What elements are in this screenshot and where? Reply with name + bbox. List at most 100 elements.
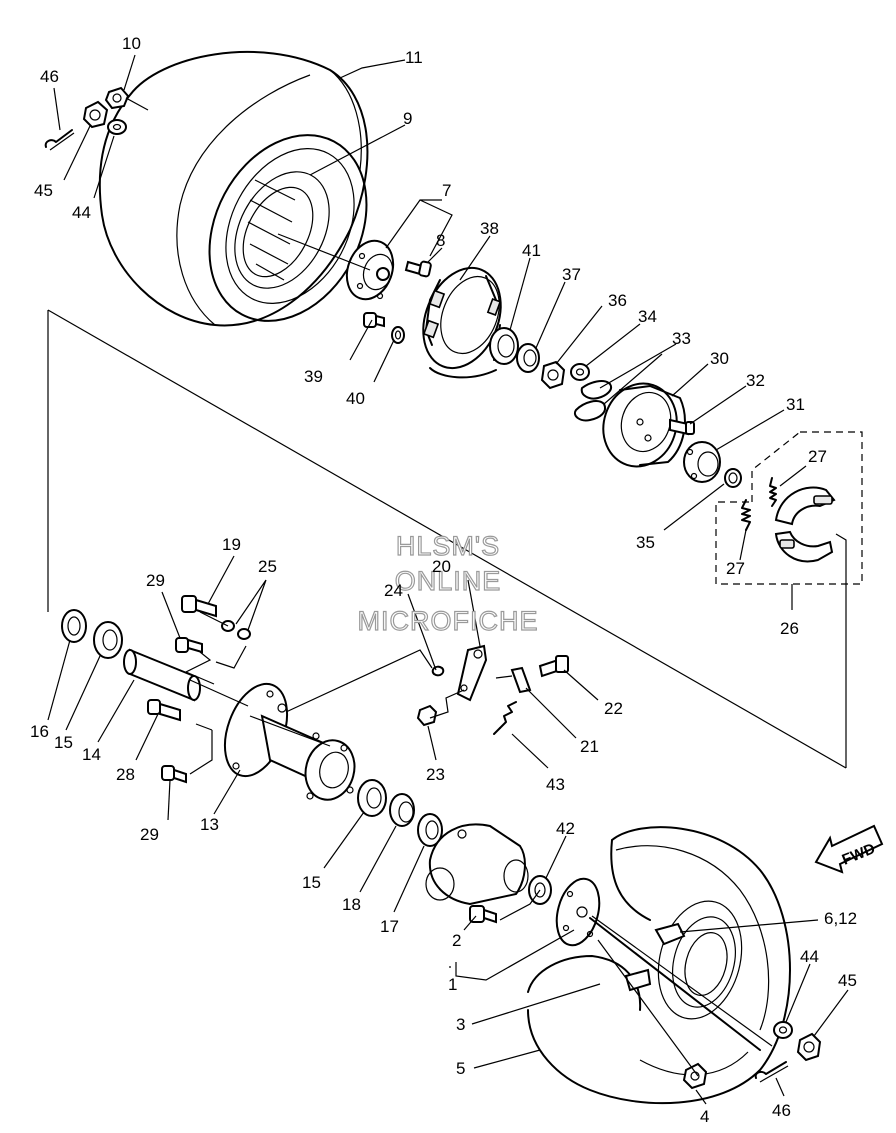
callout-29-bottom: 29: [140, 825, 159, 844]
callout-15-center: 15: [302, 873, 321, 892]
callout-46-right: 46: [772, 1101, 791, 1120]
bolt-19[interactable]: [181, 595, 217, 618]
callout-43: 43: [546, 775, 565, 794]
spacer-tube-14[interactable]: [123, 648, 201, 702]
callout-44-right: 44: [800, 947, 819, 966]
bolt-22[interactable]: [538, 655, 569, 678]
callout-40: 40: [346, 389, 365, 408]
bolt-39[interactable]: [363, 312, 385, 328]
o-ring-40[interactable]: [391, 326, 405, 344]
callout-25: 25: [258, 557, 277, 576]
callout-5: 5: [456, 1059, 465, 1078]
callout-18: 18: [342, 895, 361, 914]
callout-10: 10: [122, 34, 141, 53]
o-ring-35[interactable]: [724, 468, 742, 488]
callout-7: 7: [442, 181, 451, 200]
washers-25[interactable]: [221, 620, 251, 640]
bolt-28[interactable]: [147, 699, 181, 722]
bolt-29-bottom[interactable]: [161, 765, 187, 784]
callout-19: 19: [222, 535, 241, 554]
bearing-37[interactable]: [516, 343, 540, 373]
spring-27-bottom[interactable]: [741, 499, 751, 531]
castle-nut-45[interactable]: [82, 100, 109, 129]
bolt-8[interactable]: [404, 260, 432, 278]
callout-30: 30: [710, 349, 729, 368]
spring-43[interactable]: [493, 701, 517, 735]
rear-tire-11[interactable]: [98, 50, 369, 327]
oil-seal-41[interactable]: [489, 327, 519, 365]
callout-3: 3: [456, 1015, 465, 1034]
nut-36[interactable]: [540, 360, 566, 390]
nut-4[interactable]: [682, 1062, 708, 1090]
brake-shoe-set-26[interactable]: [715, 431, 863, 585]
collar-18[interactable]: [389, 793, 415, 827]
cotter-pin-46[interactable]: [44, 129, 75, 151]
callout-24: 24: [384, 581, 403, 600]
bolt-29-top[interactable]: [175, 637, 203, 654]
final-drive-housing[interactable]: [425, 823, 529, 906]
construction-lines: [47, 233, 847, 1077]
callout-39: 39: [304, 367, 323, 386]
callout-27-bottom: 27: [726, 559, 745, 578]
bolt-2[interactable]: [469, 905, 497, 924]
callout-33: 33: [672, 329, 691, 348]
callout-37: 37: [562, 265, 581, 284]
callout-34: 34: [638, 307, 657, 326]
axle-housing-13[interactable]: [213, 675, 361, 805]
callout-11: 11: [405, 48, 423, 67]
watermark-line-2: ONLINE: [395, 566, 502, 596]
callout-23: 23: [426, 765, 445, 784]
callout-8: 8: [436, 231, 445, 250]
castle-nut-45-right[interactable]: [796, 1032, 822, 1062]
callout-21: 21: [580, 737, 599, 756]
callout-13: 13: [200, 815, 219, 834]
bearing-15-left[interactable]: [93, 621, 123, 659]
callout-labels: 10 46 11 9 45 44 7 8 38 41 37 36 34 33 3…: [30, 34, 857, 1126]
washer-34[interactable]: [570, 363, 590, 381]
callout-15-left: 15: [54, 733, 73, 752]
callout-1: 1: [448, 975, 457, 994]
nut-23[interactable]: [416, 704, 438, 727]
oil-seal-17[interactable]: [417, 813, 443, 847]
callout-6-12: 6,12: [824, 909, 857, 928]
callout-45: 45: [34, 181, 53, 200]
callout-14: 14: [82, 745, 101, 764]
clip-24[interactable]: [431, 665, 445, 677]
callout-2: 2: [452, 931, 461, 950]
watermark: HLSM'S ONLINE MICROFICHE: [357, 530, 539, 636]
nut-10[interactable]: [104, 86, 130, 110]
callout-44: 44: [72, 203, 91, 222]
plate-21[interactable]: [510, 666, 532, 694]
callout-35: 35: [636, 533, 655, 552]
front-rim-3[interactable]: [527, 892, 754, 1029]
cam-lever-20[interactable]: [456, 644, 488, 702]
oil-seal-16[interactable]: [61, 609, 87, 643]
gasket-33[interactable]: [574, 380, 612, 422]
watermark-line-1: HLSM'S: [396, 531, 500, 561]
callout-42: 42: [556, 819, 575, 838]
bolt-32[interactable]: [669, 418, 695, 436]
brake-drum-30[interactable]: [593, 374, 687, 476]
wheel-hub-1[interactable]: [550, 874, 761, 1051]
bearing-15-center[interactable]: [357, 779, 387, 817]
callout-41: 41: [522, 241, 541, 260]
callout-28: 28: [116, 765, 135, 784]
hub-flange-31[interactable]: [683, 441, 721, 483]
callout-38: 38: [480, 219, 499, 238]
rear-wheel-rim-9[interactable]: [178, 108, 397, 349]
forward-direction-arrow: FWD: [814, 824, 884, 874]
callout-22: 22: [604, 699, 623, 718]
washer-44-right[interactable]: [773, 1021, 793, 1039]
callout-36: 36: [608, 291, 627, 310]
leader-lines: [47, 54, 849, 1105]
washer-44[interactable]: [107, 119, 127, 135]
callout-20: 20: [432, 557, 451, 576]
callout-27-top: 27: [808, 447, 827, 466]
spring-27-top[interactable]: [769, 477, 777, 507]
watermark-line-3: MICROFICHE: [358, 606, 539, 636]
callout-9: 9: [403, 109, 412, 128]
callout-17: 17: [380, 917, 399, 936]
front-tire-5[interactable]: [527, 826, 791, 1105]
cotter-pin-46-right[interactable]: [754, 1061, 789, 1083]
